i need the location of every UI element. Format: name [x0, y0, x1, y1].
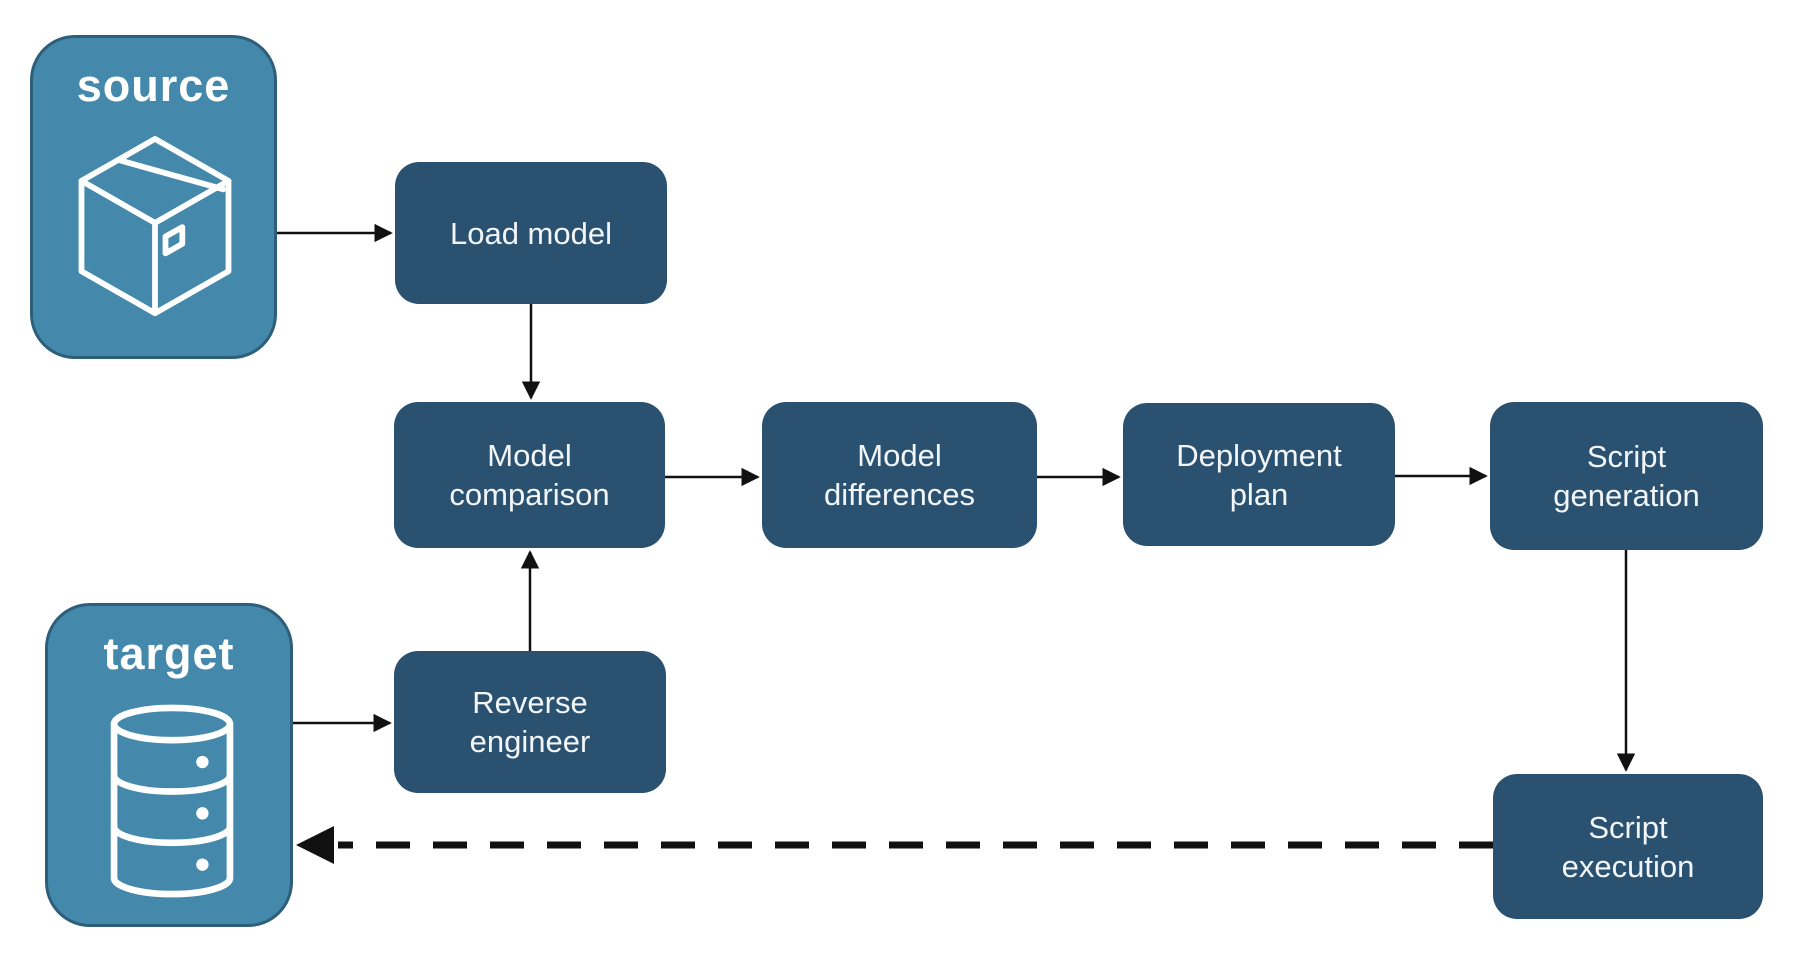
container-target: target	[45, 603, 293, 927]
node-model-differences: Model differences	[762, 402, 1037, 548]
node-script-execution-label: Script execution	[1561, 809, 1695, 884]
container-source: source	[30, 35, 277, 359]
node-script-execution: Script execution	[1493, 774, 1763, 919]
node-deployment-plan: Deployment plan	[1123, 403, 1395, 546]
database-icon	[110, 704, 234, 898]
node-script-generation: Script generation	[1490, 402, 1763, 550]
node-load-model: Load model	[395, 162, 667, 304]
node-model-differences-label: Model differences	[823, 438, 976, 512]
node-model-comparison-label: Model comparison	[449, 438, 610, 512]
source-label: source	[76, 60, 231, 111]
node-load-model-label: Load model	[449, 215, 612, 251]
target-label: target	[103, 628, 235, 679]
node-reverse-engineer: Reverse engineer	[394, 651, 666, 793]
node-deployment-plan-label: Deployment plan	[1176, 437, 1342, 512]
node-model-comparison: Model comparison	[394, 402, 665, 548]
node-reverse-engineer-label: Reverse engineer	[469, 685, 591, 759]
package-icon	[78, 136, 232, 317]
edge-script-execution-target	[296, 826, 1493, 864]
node-script-generation-label: Script generation	[1553, 439, 1700, 513]
